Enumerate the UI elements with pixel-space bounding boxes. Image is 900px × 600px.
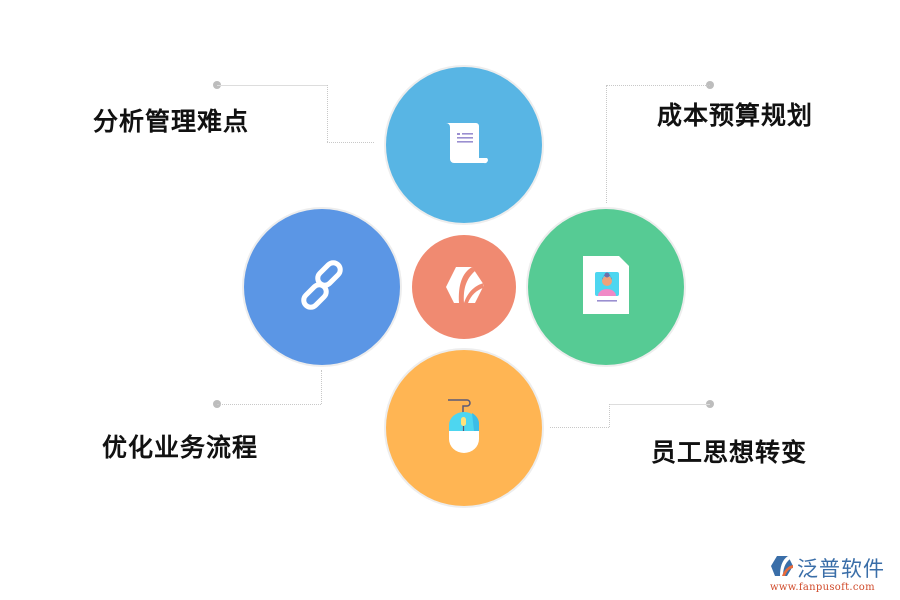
node-label-right: 成本预算规划 — [657, 101, 814, 130]
connector-dot-bottom-right — [706, 400, 714, 408]
connector-line — [327, 142, 374, 143]
connector-line — [609, 404, 610, 427]
connector-line — [217, 85, 327, 86]
fanpu-logo-icon — [442, 263, 486, 311]
node-circle-bottom — [386, 350, 542, 506]
node-label-left: 优化业务流程 — [102, 433, 259, 462]
connector-line — [606, 85, 710, 86]
connector-line — [321, 370, 322, 404]
brand-logo-icon — [770, 555, 794, 582]
profile-card-icon — [581, 254, 631, 320]
connector-line — [606, 85, 607, 203]
connector-line — [609, 404, 710, 405]
computer-mouse-icon — [444, 397, 484, 459]
node-circle-left — [244, 209, 400, 365]
node-label-top: 分析管理难点 — [93, 107, 250, 136]
node-circle-right — [528, 209, 684, 365]
connector-line — [550, 427, 609, 428]
brand-name: 泛普软件 — [797, 557, 885, 581]
connector-dot-top-right — [706, 81, 714, 89]
node-circle-center — [412, 235, 516, 339]
brand-watermark: 泛普软件 www.fanpusoft.com — [770, 553, 895, 593]
connector-line — [217, 404, 321, 405]
chain-link-icon — [294, 257, 350, 317]
connector-line — [327, 85, 328, 142]
brand-url: www.fanpusoft.com — [770, 582, 875, 593]
node-circle-top — [386, 67, 542, 223]
node-label-bottom: 员工思想转变 — [651, 438, 808, 467]
scroll-document-icon — [436, 117, 492, 173]
